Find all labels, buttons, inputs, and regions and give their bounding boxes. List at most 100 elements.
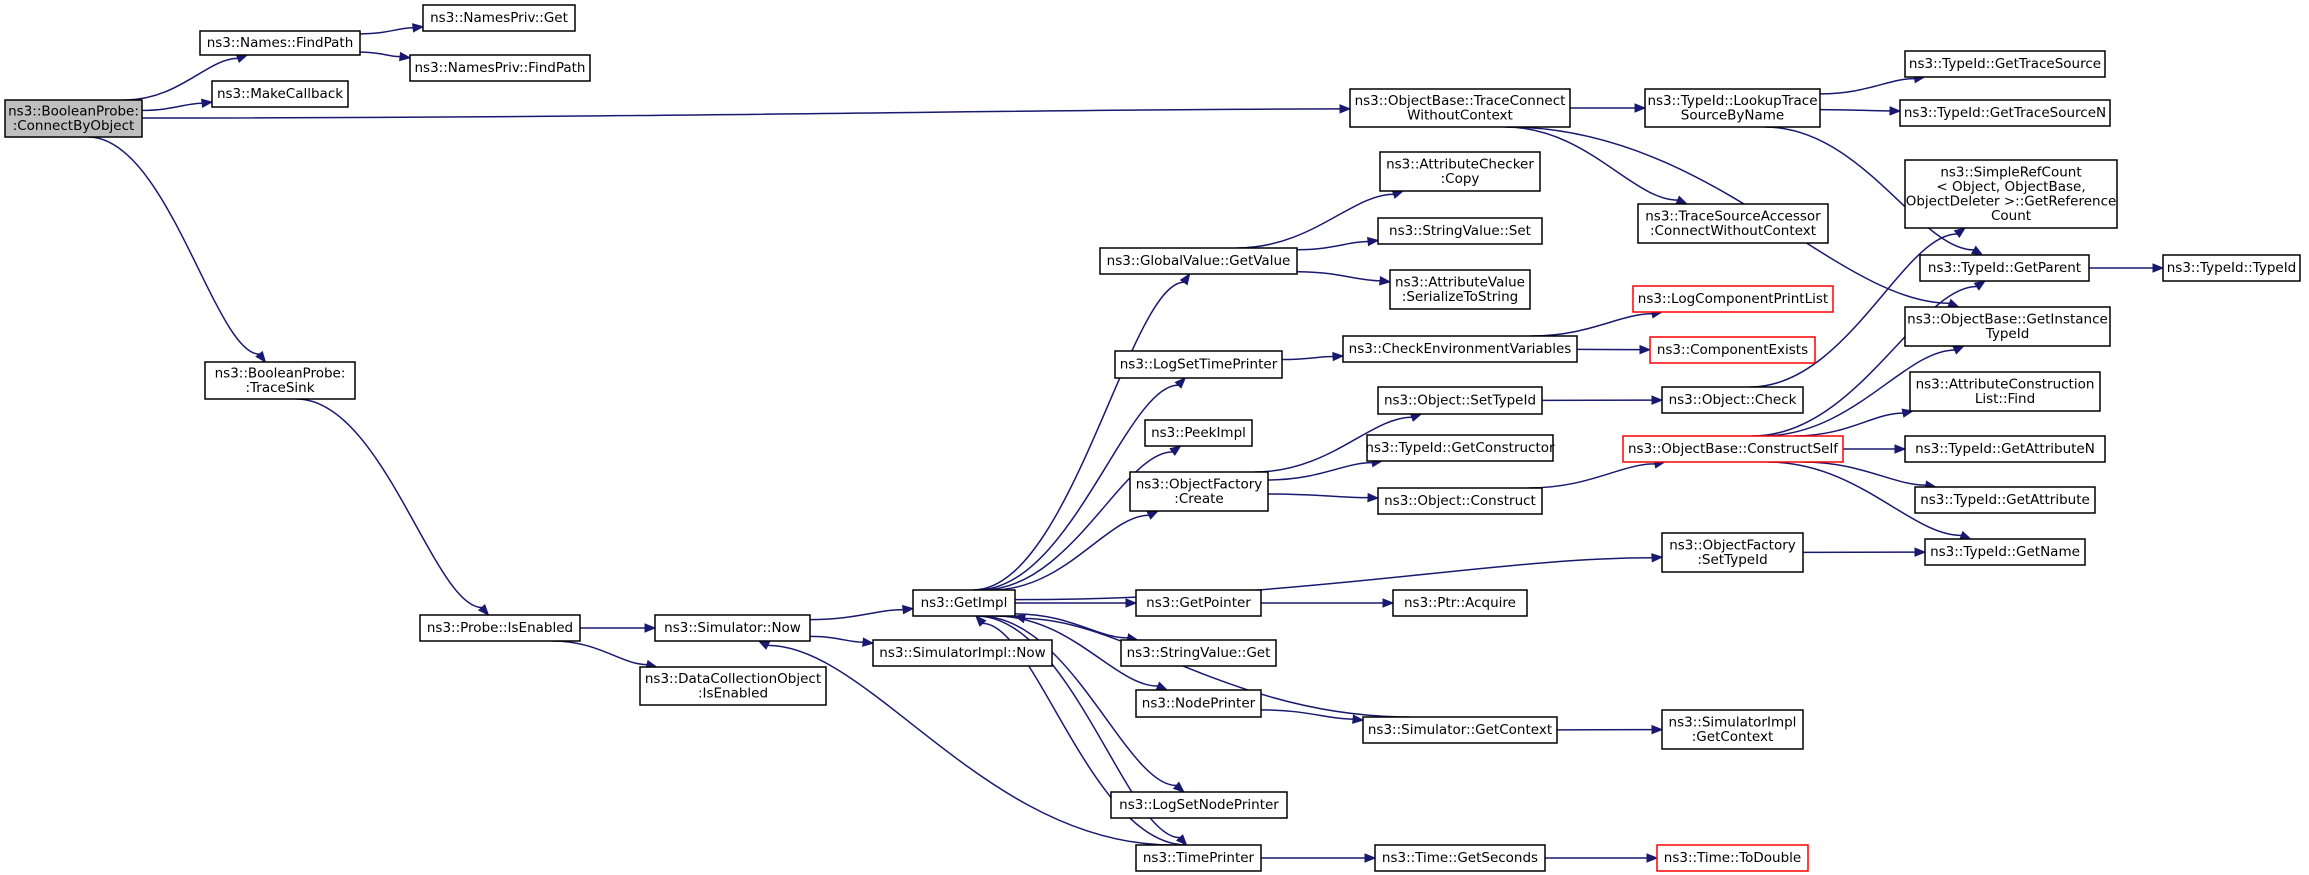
node-constructself[interactable]: ns3::ObjectBase::ConstructSelf (1622, 435, 1844, 463)
node-namesprivfindpath[interactable]: ns3::NamesPriv::FindPath (409, 54, 591, 82)
node-label: ns3::TypeId::LookupTrace (1647, 93, 1817, 109)
node-attrcheckercopy[interactable]: ns3::AttributeChecker:Copy (1379, 151, 1541, 192)
node-box (1622, 435, 1844, 463)
node-tracesink[interactable]: ns3::BooleanProbe::TraceSink (204, 361, 356, 400)
edge-line (982, 622, 1187, 846)
edge-line (1267, 493, 1369, 499)
node-gettracesource[interactable]: ns3::TypeId::GetTraceSource (1904, 50, 2106, 78)
node-objectsettypeid[interactable]: ns3::Object::SetTypeId (1377, 386, 1543, 415)
node-makecallback[interactable]: ns3::MakeCallback (211, 80, 349, 108)
node-simplerefcount[interactable]: ns3::SimpleRefCount< Object, ObjectBase,… (1904, 159, 2118, 229)
node-gettracesourcen[interactable]: ns3::TypeId::GetTraceSourceN (1899, 99, 2111, 127)
edge-line (1254, 416, 1412, 473)
node-label: List::Find (1975, 391, 2035, 407)
edge-connectbyobject-to-tracesink (88, 136, 267, 364)
node-probeisenabled[interactable]: ns3::Probe::IsEnabled (419, 614, 581, 642)
edge-arrowhead (255, 350, 267, 364)
node-getpointer[interactable]: ns3::GetPointer (1135, 589, 1262, 617)
node-timegetseconds[interactable]: ns3::Time::GetSeconds (1374, 844, 1546, 872)
node-componentexists[interactable]: ns3::ComponentExists (1649, 336, 1816, 364)
node-label: ns3::LogSetNodePrinter (1119, 797, 1279, 813)
edge-line (972, 281, 1184, 591)
node-typeidgetparent[interactable]: ns3::TypeId::GetParent (1919, 254, 2090, 282)
edge-line (141, 102, 203, 112)
node-label: ns3::ObjectFactory (1136, 476, 1263, 492)
node-label: :ConnectByObject (13, 118, 135, 134)
node-globalvaluegetvalue[interactable]: ns3::GlobalValue::GetValue (1099, 247, 1298, 275)
node-label: ns3::StringValue::Set (1389, 223, 1531, 239)
node-label: ns3::LogSetTimePrinter (1120, 357, 1278, 373)
edge-getpointer-to-ptracquire (1261, 598, 1395, 608)
node-simimplnow[interactable]: ns3::SimulatorImpl::Now (872, 639, 1053, 667)
node-stringvalueget[interactable]: ns3::StringValue::Get (1120, 639, 1277, 667)
edge-arrowhead (1179, 272, 1191, 286)
node-label: ns3::ComponentExists (1657, 342, 1808, 358)
node-label: ns3::Probe::IsEnabled (427, 620, 573, 636)
node-typeidgetname[interactable]: ns3::TypeId::GetName (1924, 538, 2086, 566)
node-box (1377, 487, 1543, 515)
node-label: ns3::StringValue::Get (1127, 645, 1271, 661)
node-box (4, 99, 143, 138)
node-objectfactorycreate[interactable]: ns3::ObjectFactory:Create (1129, 471, 1269, 512)
node-label: ns3::SimulatorImpl::Now (879, 645, 1045, 661)
edge-typeidgetparent-to-typeidtypeid (2089, 263, 2165, 273)
edge-arrowhead (1013, 614, 1027, 624)
node-timetodouble[interactable]: ns3::Time::ToDouble (1656, 844, 1809, 872)
node-peekimpl[interactable]: ns3::PeekImpl (1144, 419, 1253, 447)
node-label: ns3::AttributeConstruction (1916, 376, 2095, 392)
node-box (1362, 716, 1558, 744)
edge-line (1504, 126, 1678, 201)
node-stringvalueset[interactable]: ns3::StringValue::Set (1377, 217, 1543, 245)
edge-arrowhead (1973, 280, 1987, 291)
edge-timeprinter-to-timegetseconds (1260, 853, 1377, 863)
edge-arrowhead (1175, 834, 1188, 846)
node-simimplgetcontext[interactable]: ns3::SimulatorImpl:GetContext (1661, 709, 1804, 750)
edge-line (1530, 313, 1653, 337)
node-objectcheck[interactable]: ns3::Object::Check (1661, 386, 1804, 414)
node-attrvalueserialize[interactable]: ns3::AttributeValue:SerializeToString (1389, 269, 1531, 310)
node-logsetnodeprinter[interactable]: ns3::LogSetNodePrinter (1110, 791, 1288, 819)
node-simgetcontext[interactable]: ns3::Simulator::GetContext (1362, 716, 1558, 744)
edge-arrowhead (1646, 853, 1659, 863)
node-dcoisenabled[interactable]: ns3::DataCollectionObject:IsEnabled (639, 666, 827, 706)
node-traceconnect[interactable]: ns3::ObjectBase::TraceConnectWithoutCont… (1349, 88, 1571, 128)
node-simnow[interactable]: ns3::Simulator::Now (654, 614, 811, 642)
node-logcomponentprintlist[interactable]: ns3::LogComponentPrintList (1632, 285, 1834, 313)
node-logsettimeprinter[interactable]: ns3::LogSetTimePrinter (1114, 350, 1283, 379)
node-tsaconnect[interactable]: ns3::TraceSourceAccessor:ConnectWithoutC… (1637, 203, 1829, 244)
node-timeprinter[interactable]: ns3::TimePrinter (1135, 844, 1262, 872)
node-getattributen[interactable]: ns3::TypeId::GetAttributeN (1904, 435, 2106, 463)
node-ptracquire[interactable]: ns3::Ptr::Acquire (1392, 589, 1528, 617)
node-box (1656, 844, 1809, 872)
edge-traceconnect-to-lookuptrace (1570, 103, 1647, 113)
edge-arrowhead (1634, 103, 1647, 113)
node-findpath[interactable]: ns3::Names::FindPath (199, 30, 361, 56)
node-nodeprinter[interactable]: ns3::NodePrinter (1135, 689, 1262, 718)
edge-arrowhead (1947, 298, 1960, 308)
node-typeidtypeid[interactable]: ns3::TypeId::TypeId (2162, 254, 2301, 282)
edge-arrowhead (1382, 598, 1395, 608)
node-namesprivget[interactable]: ns3::NamesPriv::Get (422, 4, 576, 32)
node-label: :Copy (1441, 171, 1480, 187)
node-box (1377, 386, 1543, 415)
edge-line (124, 57, 238, 101)
node-objectfactorysettypeid[interactable]: ns3::ObjectFactory:SetTypeId (1661, 532, 1804, 573)
node-getimpl[interactable]: ns3::GetImpl (912, 589, 1016, 617)
node-label: ns3::MakeCallback (217, 86, 343, 102)
node-box (1904, 435, 2106, 463)
node-objectconstruct[interactable]: ns3::Object::Construct (1377, 487, 1543, 515)
edge-line (767, 644, 1173, 846)
node-label: ns3::TraceSourceAccessor (1645, 208, 1821, 224)
edge-nodeprinter-to-simgetcontext (1260, 709, 1365, 724)
node-typeidgetconstructor[interactable]: ns3::TypeId::GetConstructor (1365, 434, 1555, 462)
edge-simgetcontext-to-simimplgetcontext (1556, 724, 1664, 735)
node-checkenvvars[interactable]: ns3::CheckEnvironmentVariables (1342, 335, 1578, 363)
node-getattribute[interactable]: ns3::TypeId::GetAttribute (1914, 486, 2096, 514)
node-label: :TraceSink (245, 380, 314, 396)
edge-arrowhead (1146, 510, 1160, 520)
node-connectbyobject[interactable]: ns3::BooleanProbe::ConnectByObject (4, 99, 143, 138)
edge-objectsettypeid-to-objectcheck (1541, 395, 1664, 405)
